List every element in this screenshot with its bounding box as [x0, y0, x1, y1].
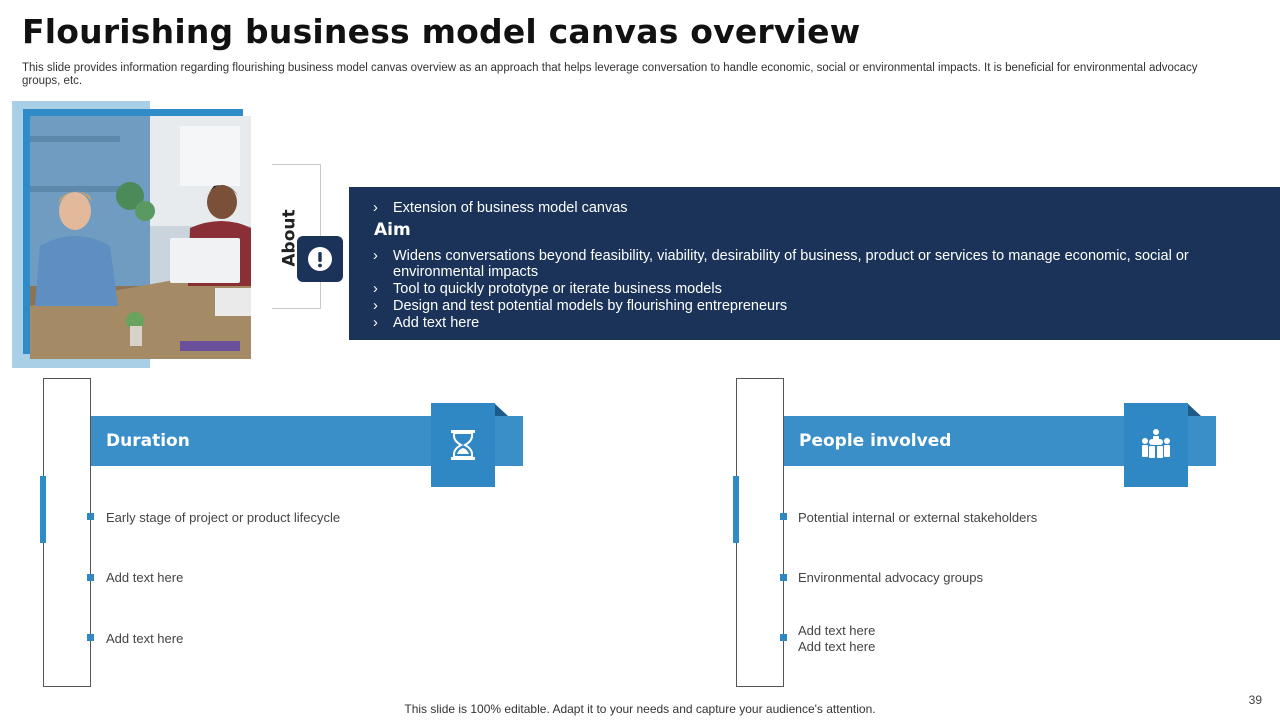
people-item: Potential internal or external stakehold… [798, 510, 1038, 525]
team-meeting-photo [30, 116, 251, 359]
hourglass-icon [451, 430, 475, 460]
chevron-right-icon: › [373, 281, 378, 297]
people-group-icon [1142, 429, 1170, 458]
people-frame [736, 378, 784, 687]
duration-icon-box [431, 403, 495, 487]
footer-note: This slide is 100% editable. Adapt it to… [404, 702, 876, 716]
bullet [780, 634, 787, 641]
page-number: 39 [1248, 693, 1262, 707]
aim-item: › Tool to quickly prototype or iterate b… [373, 281, 722, 297]
aim-item: › Widens conversations beyond feasibilit… [373, 248, 1189, 280]
bullet [87, 574, 94, 581]
duration-title: Duration [106, 431, 190, 451]
duration-item: Early stage of project or product lifecy… [106, 510, 341, 525]
bullet [87, 513, 94, 520]
aim-item: › Design and test potential models by fl… [373, 298, 788, 314]
exclamation-circle-icon [308, 247, 332, 271]
aim-heading: Aim [374, 220, 411, 240]
about-intro: › Extension of business model canvas [373, 200, 628, 216]
people-item: Add text here Add text here [798, 623, 876, 654]
duration-fold [494, 403, 508, 416]
chevron-right-icon: › [373, 315, 378, 331]
bullet [780, 574, 787, 581]
about-aim-panel: › Extension of business model canvas Aim… [349, 187, 1280, 340]
chevron-right-icon: › [373, 298, 378, 314]
duration-item: Add text here [106, 631, 184, 646]
bullet [87, 634, 94, 641]
people-frame-accent [733, 476, 739, 543]
people-title: People involved [799, 431, 952, 451]
slide-subtitle: This slide provides information regardin… [22, 62, 1198, 87]
chevron-right-icon: › [373, 200, 378, 216]
people-fold [1187, 403, 1201, 416]
people-icon-box [1124, 403, 1188, 487]
chevron-right-icon: › [373, 248, 378, 264]
bullet [780, 513, 787, 520]
aim-item: › Add text here [373, 315, 480, 331]
duration-frame [43, 378, 91, 687]
duration-item: Add text here [106, 570, 184, 585]
info-badge [297, 236, 343, 282]
people-item: Environmental advocacy groups [798, 570, 983, 585]
slide-title: Flourishing business model canvas overvi… [22, 12, 861, 51]
duration-frame-accent [40, 476, 46, 543]
